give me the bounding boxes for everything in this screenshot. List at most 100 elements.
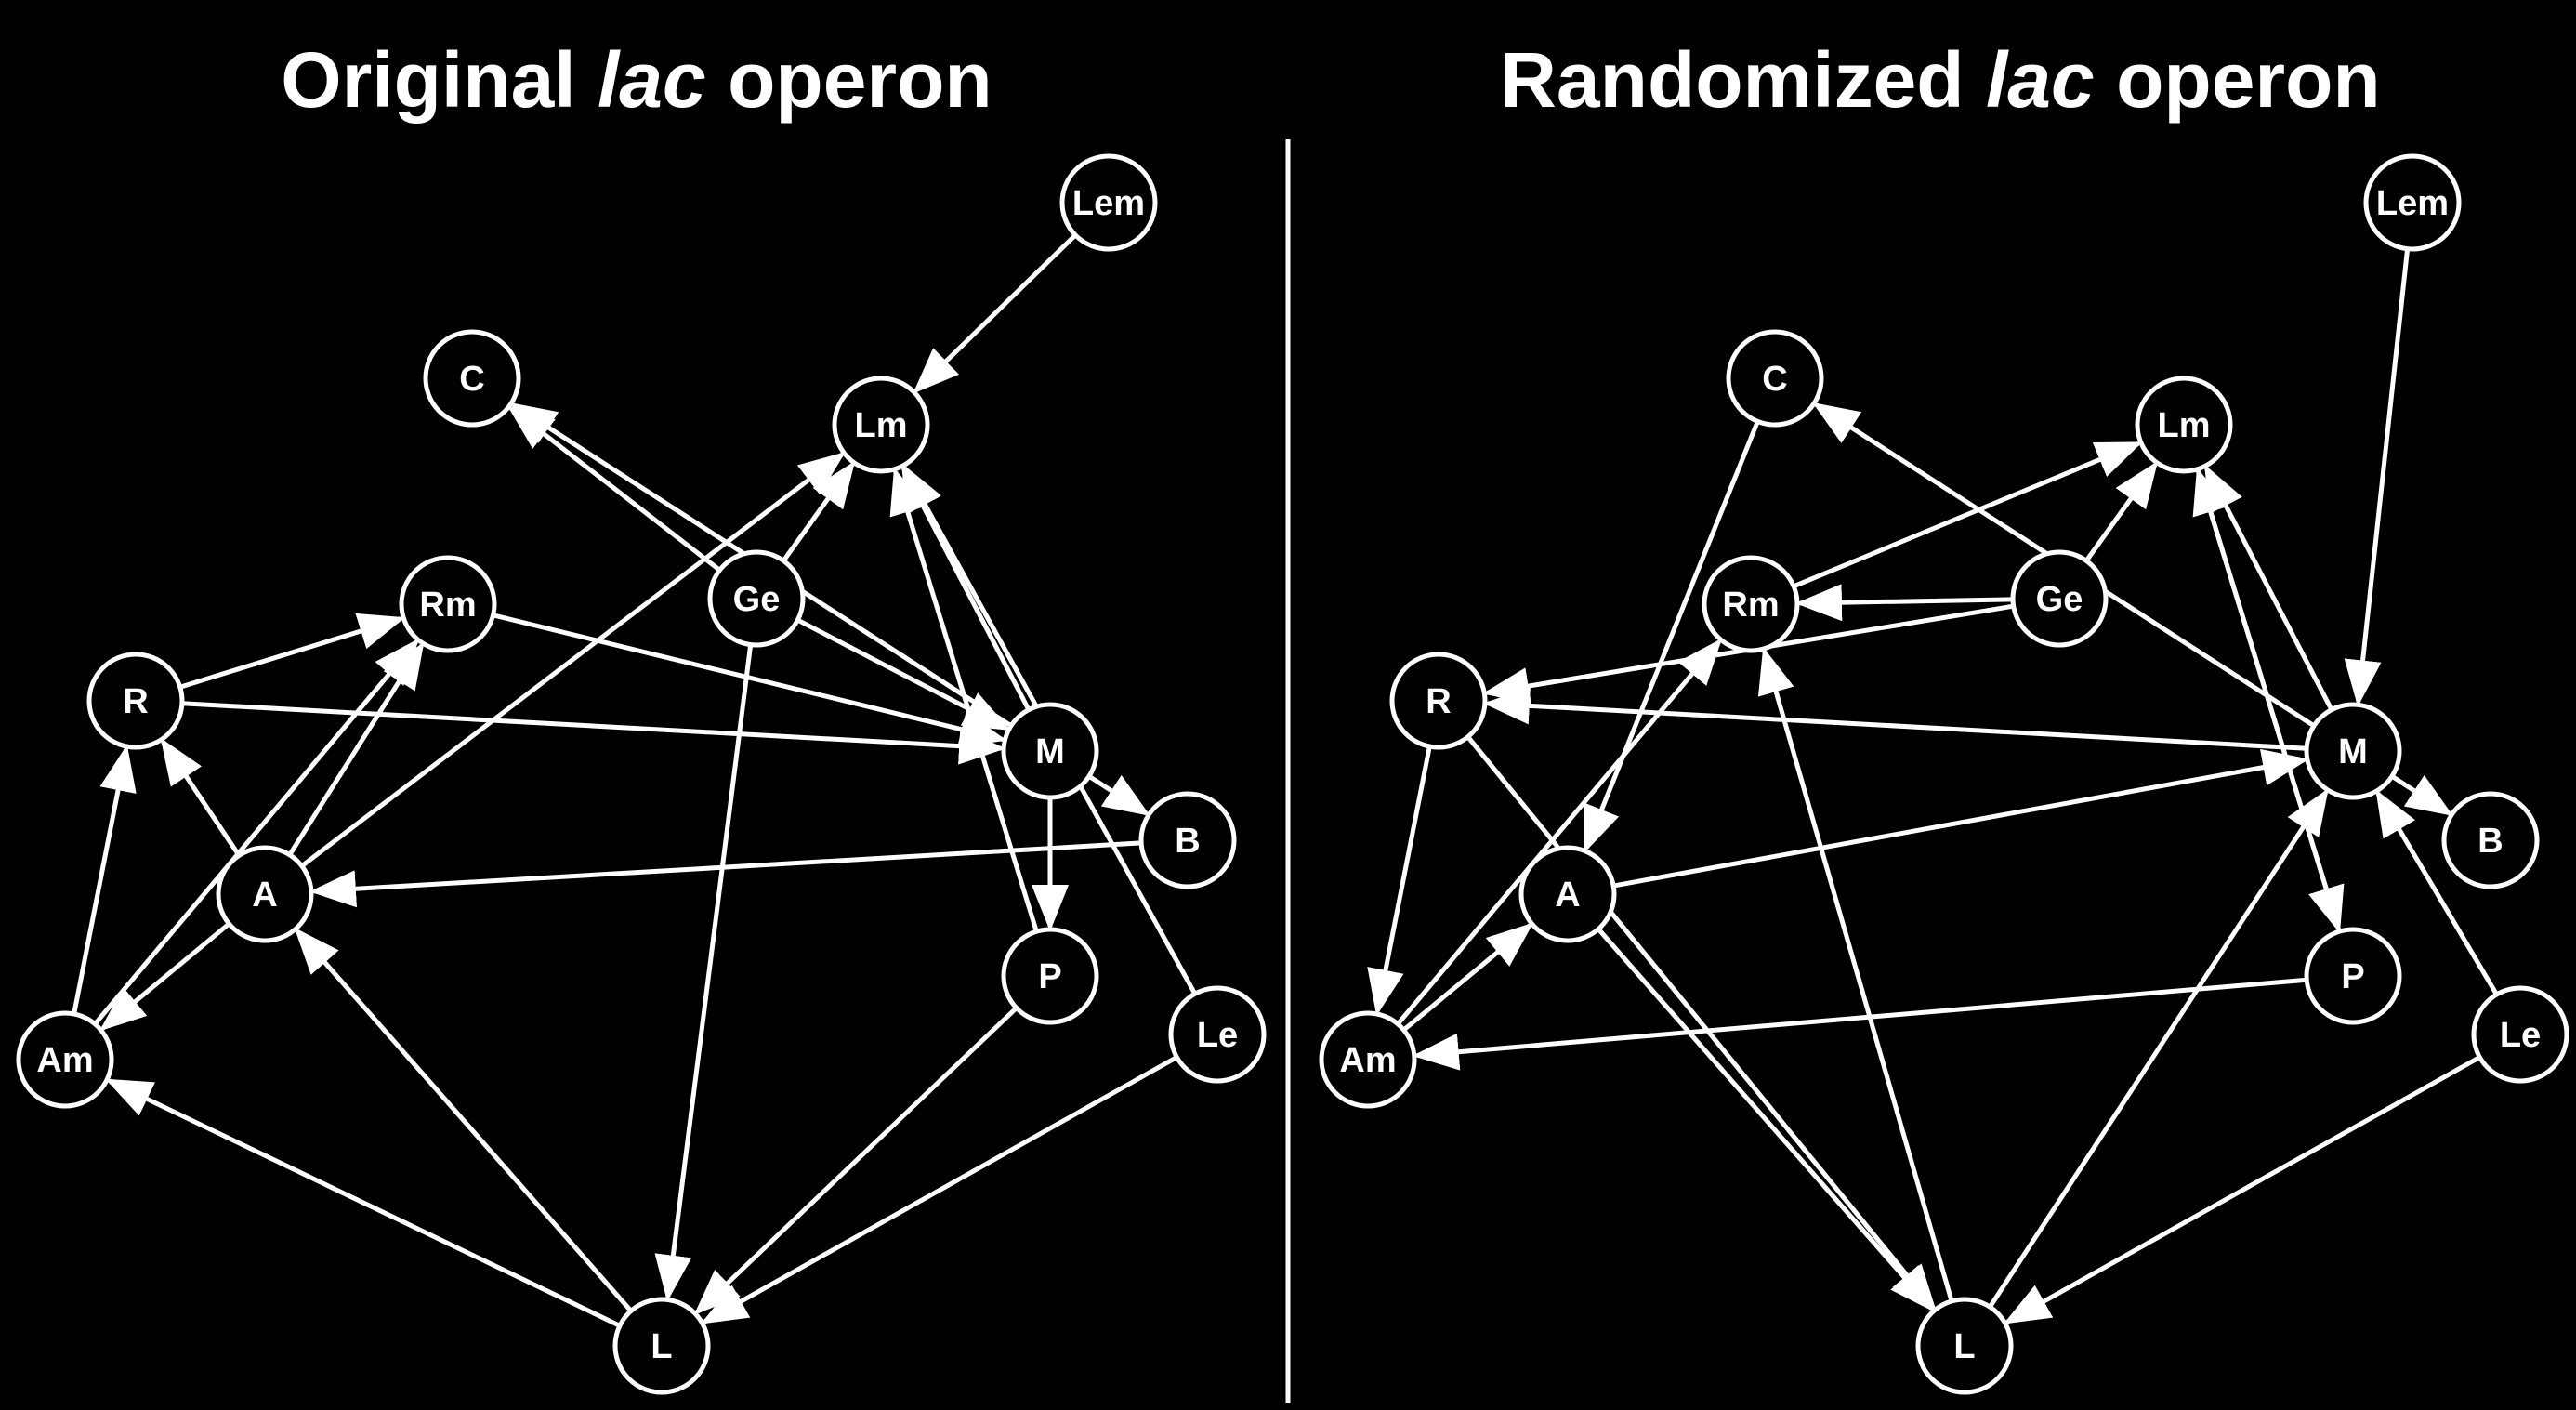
node-rm: Rm	[1702, 555, 1800, 653]
node-circle	[2363, 153, 2462, 252]
node-label: Le	[2500, 1016, 2541, 1055]
node-label: R	[1426, 682, 1451, 721]
edge-rm-to-lm	[1793, 441, 2143, 589]
edge-le-to-l	[2003, 1055, 2481, 1324]
node-circle	[2135, 376, 2233, 474]
node-label: Rm	[1722, 586, 1779, 625]
node-label: C	[1762, 360, 1787, 399]
node-r: R	[86, 652, 185, 750]
node-ge: Ge	[2010, 549, 2109, 648]
node-label: P	[1038, 957, 1061, 996]
node-l: L	[1915, 1297, 2014, 1395]
node-b: B	[2441, 791, 2540, 889]
node-label: Am	[36, 1041, 93, 1080]
node-circle	[1518, 845, 1617, 943]
edge-p-to-lm	[889, 467, 1039, 932]
node-label: M	[1035, 732, 1065, 771]
node-circle	[86, 652, 185, 750]
node-circle	[612, 1297, 711, 1395]
edge-l-to-m	[1988, 788, 2329, 1309]
edge-m-to-r	[1482, 687, 2307, 751]
node-circle	[423, 329, 521, 428]
node-circle	[1319, 1010, 1417, 1109]
node-label: A	[252, 876, 277, 915]
node-circle	[399, 555, 497, 653]
node-circle	[1001, 702, 1099, 800]
node-b: B	[1138, 791, 1237, 889]
edge-ge-to-l	[654, 644, 754, 1302]
edge-m-to-b	[2390, 774, 2453, 816]
edge-ge-to-rm	[1794, 584, 2014, 622]
node-label: Lem	[1072, 184, 1145, 223]
edge-am-to-rm	[1396, 638, 1723, 1026]
node-label: Lm	[2158, 406, 2211, 445]
node-am: Am	[16, 1010, 114, 1109]
node-circle	[1138, 791, 1237, 889]
edge-p-to-l	[693, 1006, 1019, 1315]
edge-a-to-am	[99, 921, 231, 1032]
edge-l-to-am	[105, 1078, 622, 1328]
node-circle	[1001, 927, 1099, 1025]
node-circle	[1702, 555, 1800, 653]
edge-am-to-a	[1401, 922, 1534, 1033]
node-a: A	[1518, 845, 1617, 943]
node-label: L	[651, 1327, 672, 1366]
edge-l-to-rm	[1757, 647, 1954, 1302]
node-le: Le	[1168, 985, 1267, 1084]
node-r: R	[1389, 652, 1488, 750]
node-circle	[2441, 791, 2540, 889]
node-circle	[707, 549, 806, 648]
node-circle	[1059, 153, 1158, 252]
original-edges	[72, 233, 1198, 1328]
node-circle	[2304, 702, 2402, 800]
node-circle	[216, 845, 314, 943]
node-m: M	[2304, 702, 2402, 800]
node-label: Rm	[419, 586, 476, 625]
node-circle	[1915, 1297, 2014, 1395]
node-p: P	[1001, 927, 1099, 1025]
node-lem: Lem	[1059, 153, 1158, 252]
edge-a-to-l	[1597, 927, 1936, 1312]
node-am: Am	[1319, 1010, 1417, 1109]
edge-a-to-r	[160, 737, 242, 857]
edge-le-to-m	[2375, 789, 2499, 996]
node-label: B	[1175, 822, 1200, 861]
edge-ge-to-lm	[2084, 461, 2159, 562]
edge-rm-to-m	[492, 613, 1007, 748]
node-label: R	[123, 682, 148, 721]
node-label: Lem	[2376, 184, 2449, 223]
edge-ge-to-m	[796, 617, 1011, 731]
node-label: Le	[1197, 1016, 1238, 1055]
edge-p-to-lm	[2192, 467, 2342, 932]
node-le: Le	[2471, 985, 2569, 1084]
edge-am-to-r	[72, 745, 137, 1015]
edge-am-to-rm	[93, 638, 420, 1026]
node-c: C	[423, 329, 521, 428]
edge-lem-to-m	[2344, 248, 2411, 707]
node-m: M	[1001, 702, 1099, 800]
edge-r-to-l	[1465, 735, 1937, 1311]
node-circle	[1168, 985, 1267, 1084]
edge-m-to-b	[1087, 774, 1150, 816]
node-label: Ge	[733, 580, 781, 619]
node-lm: Lm	[2135, 376, 2233, 474]
node-label: B	[2477, 822, 2503, 861]
node-circle	[832, 376, 930, 474]
node-label: A	[1555, 876, 1580, 915]
node-label: Am	[1339, 1041, 1396, 1080]
node-l: L	[612, 1297, 711, 1395]
node-circle	[1726, 329, 1824, 428]
edge-a-to-m	[1612, 748, 2309, 889]
node-circle	[2471, 985, 2569, 1084]
node-label: L	[1953, 1327, 1975, 1366]
node-circle	[1389, 652, 1488, 750]
edge-r-to-rm	[179, 613, 406, 690]
node-a: A	[216, 845, 314, 943]
edge-le-to-l	[700, 1055, 1178, 1324]
edge-lem-to-lm	[913, 233, 1077, 394]
node-label: P	[2341, 957, 2364, 996]
node-rm: Rm	[399, 555, 497, 653]
